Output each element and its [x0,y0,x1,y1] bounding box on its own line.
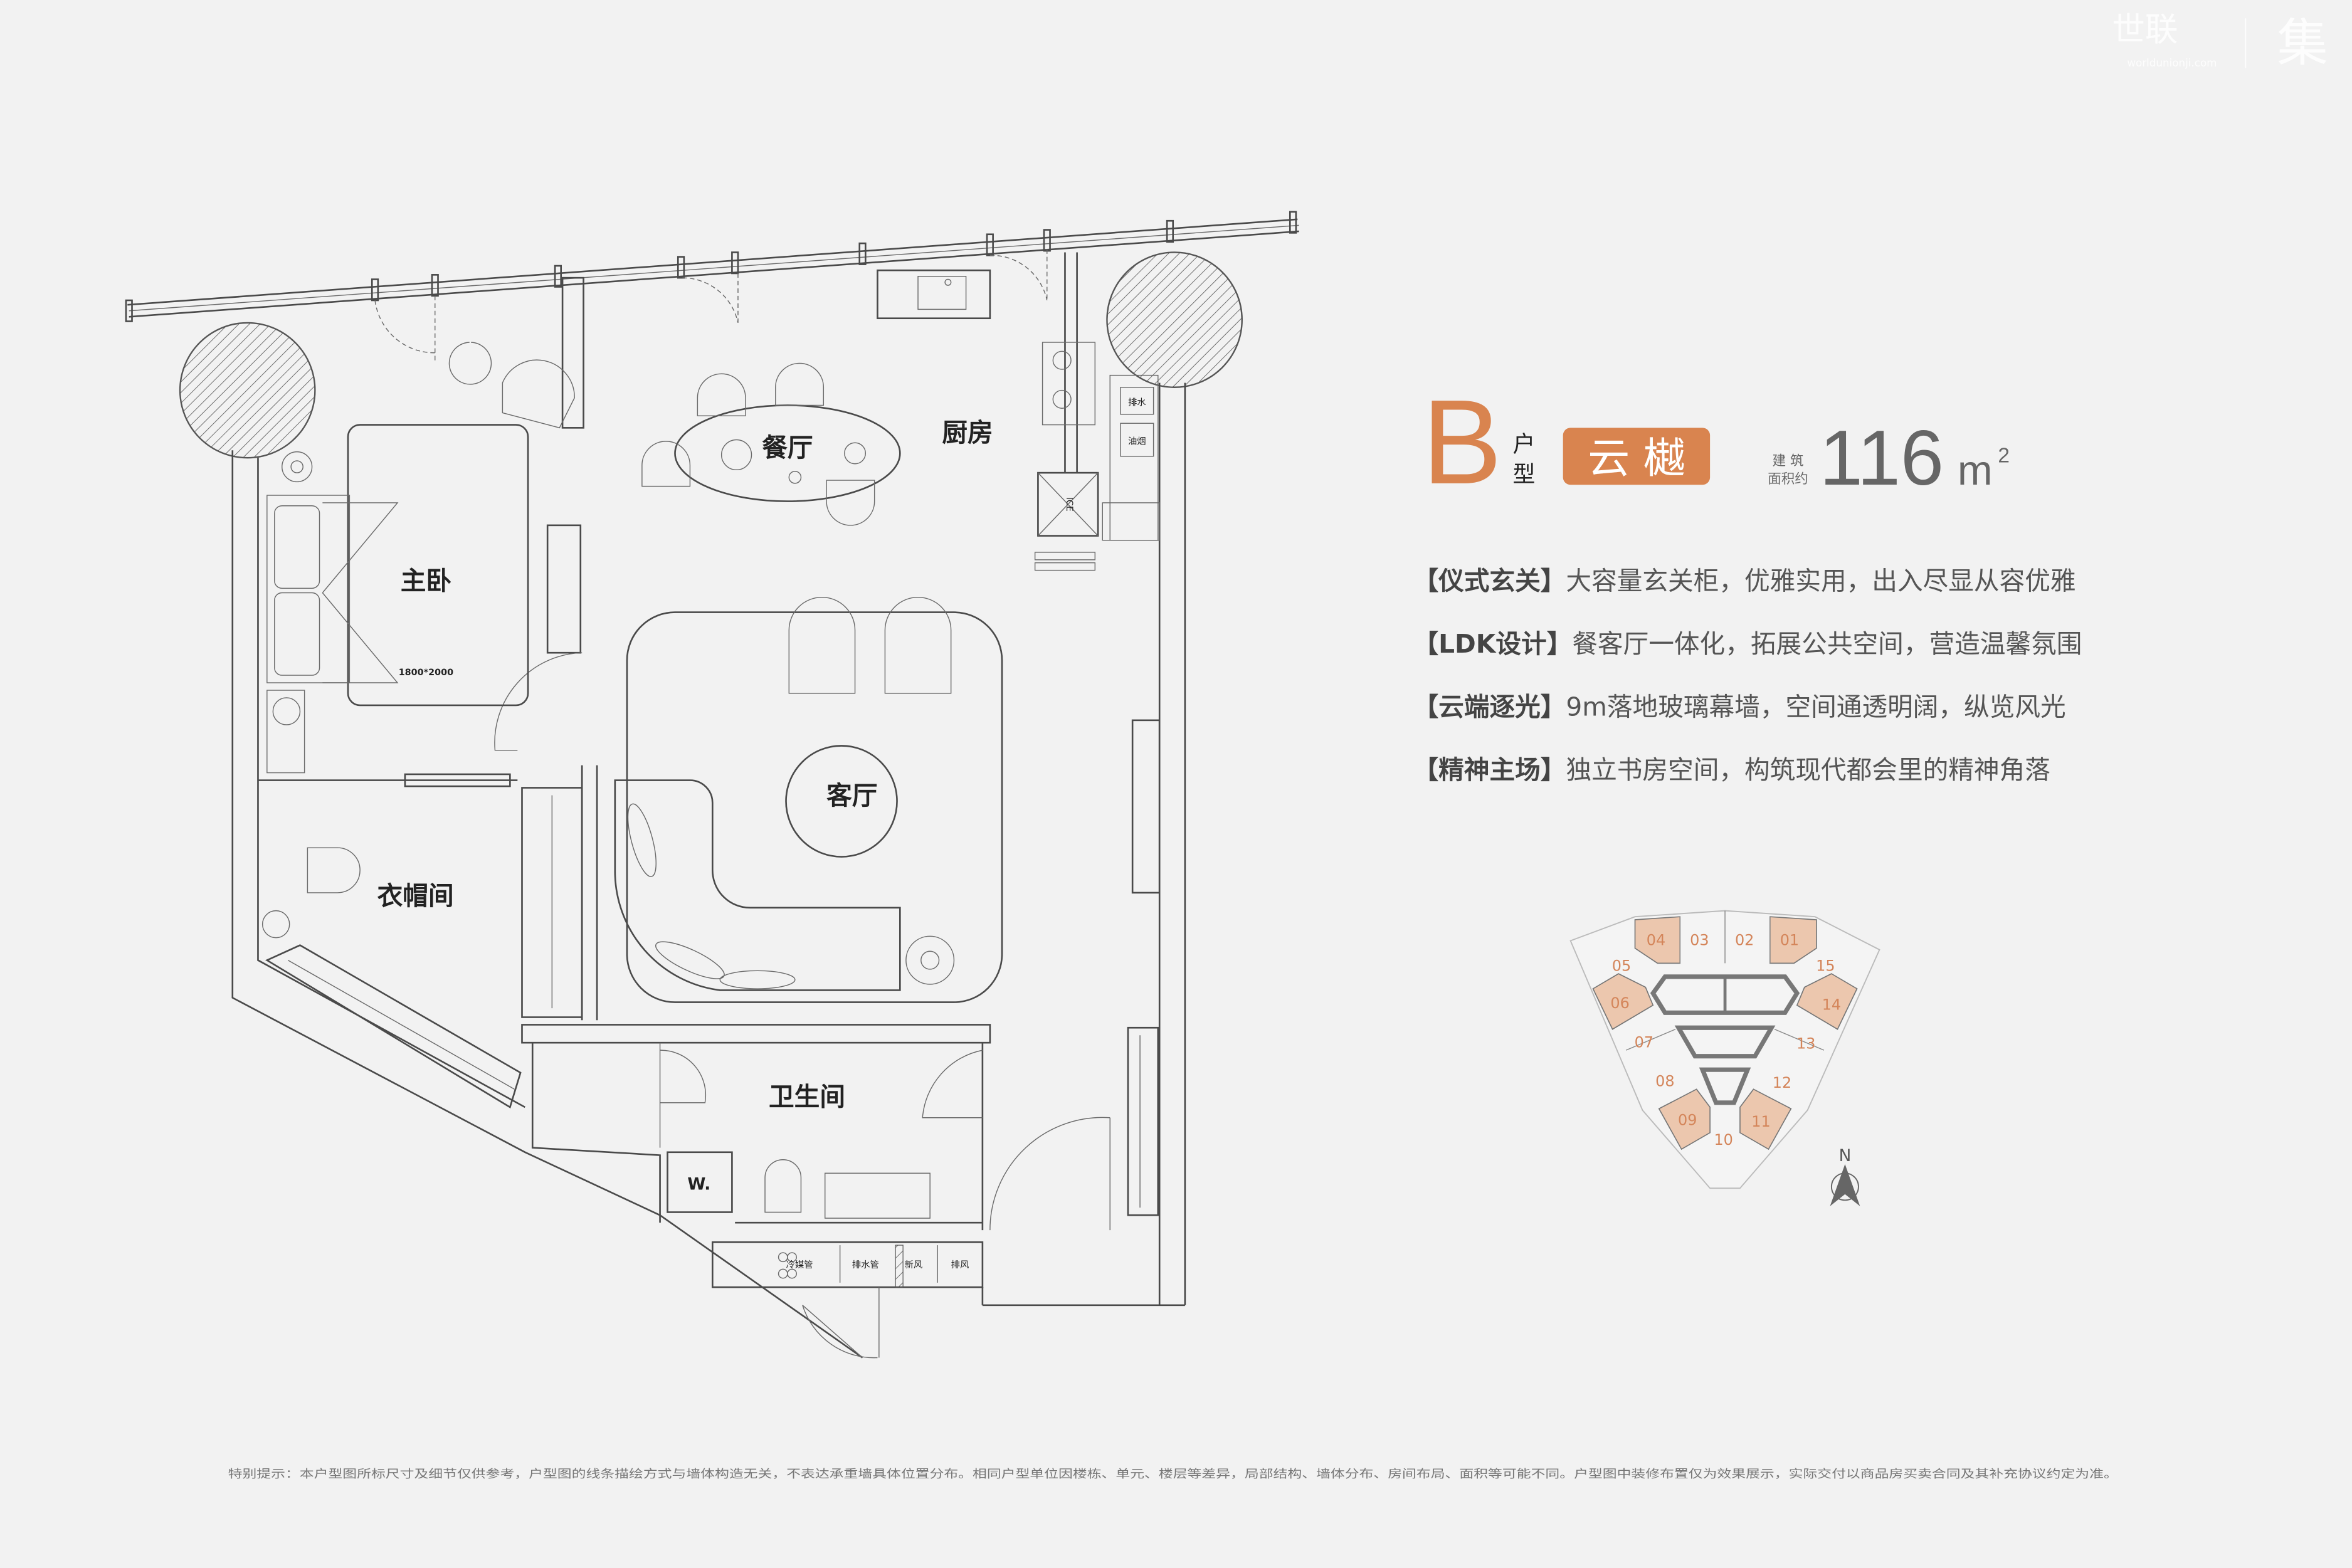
keyplan-unit-label: 01 [1780,932,1799,949]
keyplan-unit-label: 05 [1612,957,1631,974]
room-living: 客厅 [826,781,877,811]
keyplan-unit-04-area [1634,916,1681,964]
watermark-site: worldunionji.com [2127,56,2217,69]
bathroom-fixtures: W. 卫生间 [521,1024,991,1231]
wardrobe-fixtures: 衣帽间 [261,787,583,1109]
feature-list: 【仪式玄关】大容量玄关柜，优雅实用，出入尽显从容优雅 【LDK设计】餐客厅一体化… [1413,566,2082,785]
feature-text: 独立书房空间，构筑现代都会里的精神角落 [1566,755,2050,785]
room-dining: 餐厅 [762,433,813,463]
area-value: 116 [1820,414,1944,502]
feature-item: 【云端逐光】9m落地玻璃幕墙，空间通透明阔，纵览风光 [1413,692,2065,722]
label-drain: 排水 [1128,397,1146,408]
keyplan-unit-09-area [1658,1088,1711,1150]
column-right [1106,251,1243,388]
label-fresh-air: 新风 [905,1260,923,1270]
curtain-wall [125,211,1299,360]
room-master-bedroom: 主卧 [401,566,451,596]
key-plan: 04 03 02 01 05 15 06 14 07 13 08 12 09 1… [1569,910,1880,1206]
unit-header: B 户 型 云 樾 建 筑 面积约 116 m 2 [1422,375,2010,509]
keyplan-unit-label: 13 [1796,1035,1815,1053]
watermark-logo: 世联 worldunionji.com 集 [2112,11,2328,73]
column-left [179,322,316,459]
area-unit: m [1958,447,1993,494]
keyplan-unit-label: 07 [1635,1033,1653,1051]
feature-title: 【云端逐光】 [1413,692,1566,722]
keyplan-unit-label: 08 [1655,1073,1674,1090]
room-wardrobe: 衣帽间 [377,881,454,911]
keyplan-unit-label: 03 [1690,932,1709,949]
north-label: N [1839,1147,1852,1165]
unit-name-badge [1563,428,1711,485]
label-drain-pipe: 排水管 [852,1260,879,1270]
keyplan-unit-label: 06 [1610,994,1629,1012]
feature-text: 大容量玄关柜，优雅实用，出入尽显从容优雅 [1566,566,2075,596]
feature-item: 【仪式玄关】大容量玄关柜，优雅实用，出入尽显从容优雅 [1413,566,2075,596]
floor-plan: 排水 油烟 ICE 主卧 1800*2000 [125,211,1299,1359]
feature-title: 【精神主场】 [1413,755,1566,785]
feature-text: 9m落地玻璃幕墙，空间通透明阔，纵览风光 [1566,692,2065,722]
dining-furniture [448,342,901,526]
utility-shafts: 冷媒管 排水管 新风 排风 [711,1241,984,1359]
feature-text: 餐客厅一体化，拓展公共空间，营造温馨氛围 [1572,629,2082,659]
kitchen-fixtures: 排水 油烟 ICE [877,269,1154,537]
feature-title: 【LDK设计】 [1413,629,1572,659]
label-exhaust: 排风 [951,1260,969,1270]
area-sup: 2 [1998,444,2010,467]
outer-walls [231,382,1186,1359]
keyplan-unit-label: 12 [1773,1074,1791,1092]
keyplan-unit-label: 15 [1816,957,1835,974]
unit-type-label-2: 型 [1513,461,1536,487]
feature-item: 【LDK设计】餐客厅一体化，拓展公共空间，营造温馨氛围 [1413,629,2082,659]
keyplan-unit-label: 09 [1678,1112,1697,1129]
room-kitchen: 厨房 [942,418,993,448]
unit-name: 云 樾 [1588,434,1685,483]
bed-size: 1800*2000 [399,668,453,678]
watermark-mark: 集 [2277,14,2328,73]
keyplan-unit-14-area [1796,973,1858,1030]
unit-type-label-1: 户 [1513,432,1536,458]
watermark-brand: 世联 [2112,11,2178,49]
living-furniture: 客厅 [614,596,1003,1003]
disclaimer: 特别提示：本户型图所标尺寸及细节仅供参考，户型图的线条描绘方式与墙体构造无关，不… [228,1468,2118,1481]
label-fume: 油烟 [1128,436,1146,447]
label-washer: W. [687,1176,710,1194]
north-arrow-icon: N [1830,1147,1860,1206]
keyplan-unit-label: 10 [1714,1131,1732,1149]
keyplan-unit-06-area [1592,973,1654,1030]
label-refrigerant-pipe: 冷媒管 [786,1260,813,1270]
bed: 主卧 1800*2000 [266,424,529,774]
feature-title: 【仪式玄关】 [1413,566,1566,596]
label-fridge: ICE [1064,497,1074,512]
area-label-top: 建 筑 [1773,453,1804,469]
keyplan-unit-11-area [1739,1088,1792,1150]
keyplan-unit-label: 04 [1647,932,1665,949]
feature-item: 【精神主场】独立书房空间，构筑现代都会里的精神角落 [1413,755,2050,785]
area-label-bottom: 面积约 [1768,471,1808,487]
room-bathroom: 卫生间 [769,1082,845,1112]
keyplan-unit-label: 14 [1822,996,1841,1014]
keyplan-unit-label: 11 [1751,1113,1770,1130]
keyplan-unit-label: 02 [1735,932,1754,949]
unit-letter: B [1422,375,1502,509]
